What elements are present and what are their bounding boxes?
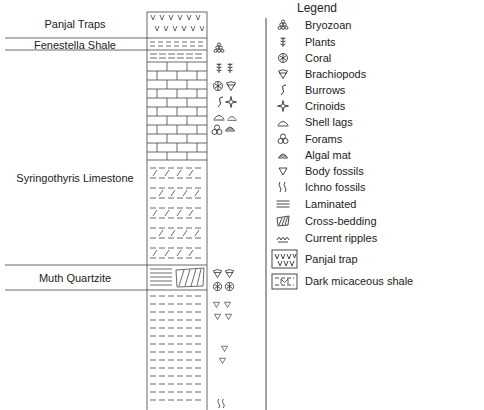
legend-text: Forams bbox=[305, 133, 342, 145]
legend-text: Burrows bbox=[305, 84, 345, 96]
legend-row: Plants bbox=[305, 36, 336, 48]
formation-label: Fenestella Shale bbox=[10, 39, 140, 51]
legend-text: Plants bbox=[305, 36, 336, 48]
legend-row: Laminated bbox=[305, 198, 356, 210]
legend-row: Algal mat bbox=[305, 149, 351, 161]
legend-row: Forams bbox=[305, 133, 342, 145]
legend-title: Legend bbox=[297, 2, 337, 14]
legend-row: Burrows bbox=[305, 84, 345, 96]
formation-label: Panjal Traps bbox=[10, 18, 140, 30]
legend-text: Ichno fossils bbox=[305, 181, 366, 193]
fossil-symbols bbox=[212, 43, 237, 408]
legend-text: Dark micaceous shale bbox=[305, 275, 413, 287]
legend-text: Coral bbox=[305, 52, 331, 64]
legend-text: Cross-bedding bbox=[305, 215, 377, 227]
boundary-lines bbox=[5, 38, 147, 290]
legend-row: Cross-bedding bbox=[305, 215, 377, 227]
legend-row: Panjal trap bbox=[305, 253, 358, 265]
legend-row: Crinoids bbox=[305, 100, 345, 112]
legend-text: Crinoids bbox=[305, 100, 345, 112]
legend-row: Coral bbox=[305, 52, 331, 64]
legend-text: Algal mat bbox=[305, 149, 351, 161]
legend-row: Body fossils bbox=[305, 165, 364, 177]
legend-samples bbox=[272, 20, 297, 289]
legend-text: Shell lags bbox=[305, 116, 353, 128]
legend-divider bbox=[266, 18, 267, 410]
legend-text: Current ripples bbox=[305, 232, 377, 244]
formation-label: Muth Quartzite bbox=[10, 272, 140, 284]
formation-label: Syringothyris Limestone bbox=[10, 172, 140, 184]
lithology-column bbox=[147, 12, 207, 410]
legend-text: Panjal trap bbox=[305, 253, 358, 265]
legend-text: Body fossils bbox=[305, 165, 364, 177]
legend-row: Brachiopods bbox=[305, 68, 366, 80]
legend-text: Laminated bbox=[305, 198, 356, 210]
legend-text: Bryozoan bbox=[305, 19, 351, 31]
legend-row: Shell lags bbox=[305, 116, 353, 128]
legend-row: Ichno fossils bbox=[305, 181, 366, 193]
legend-text: Brachiopods bbox=[305, 68, 366, 80]
legend-row: Current ripples bbox=[305, 232, 377, 244]
legend-row: Dark micaceous shale bbox=[305, 275, 413, 287]
legend-row: Bryozoan bbox=[305, 19, 351, 31]
